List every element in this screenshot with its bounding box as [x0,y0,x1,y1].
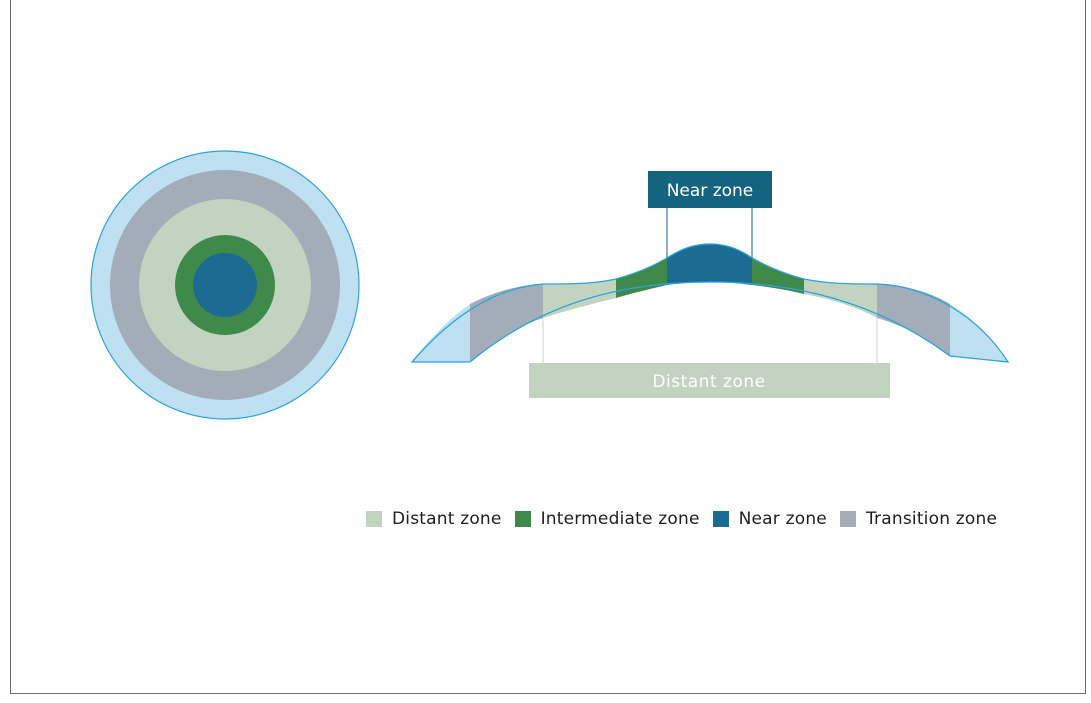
legend-swatch-distant [366,511,382,527]
section-intermediate-left [616,258,667,298]
section-distant-right [804,279,877,318]
legend-swatch-intermediate [514,511,531,527]
near-zone-label: Near zone [667,181,754,201]
section-distant-left [543,279,616,318]
distant-zone-callout: Distant zone [529,318,890,398]
legend-swatch-near [712,511,729,527]
section-transition-right [877,284,950,356]
section-intermediate-right [752,258,804,294]
distant-zone-label: Distant zone [652,372,765,392]
legend: Distant zone Intermediate zone Near zone… [366,507,997,531]
legend-item-transition: Transition zone [839,509,998,529]
near-center [193,253,257,317]
legend-label-near: Near zone [738,509,827,529]
lens-front-view [90,150,360,420]
legend-item-near: Near zone [712,509,827,529]
lens-cross-section [410,243,1010,363]
legend-swatch-transition [839,511,856,527]
legend-item-distant: Distant zone [366,509,502,529]
legend-label-intermediate: Intermediate zone [540,509,700,529]
near-zone-label-box [648,171,772,208]
section-near [667,244,752,285]
distant-zone-label-box [529,363,890,398]
legend-label-distant: Distant zone [392,509,502,529]
legend-label-transition: Transition zone [865,509,998,529]
section-edge-right [950,304,1008,362]
near-zone-callout: Near zone [648,171,772,258]
legend-item-intermediate: Intermediate zone [514,509,700,529]
section-transition-left [470,284,543,362]
figure-frame [10,0,1086,694]
section-outline [410,243,1010,363]
